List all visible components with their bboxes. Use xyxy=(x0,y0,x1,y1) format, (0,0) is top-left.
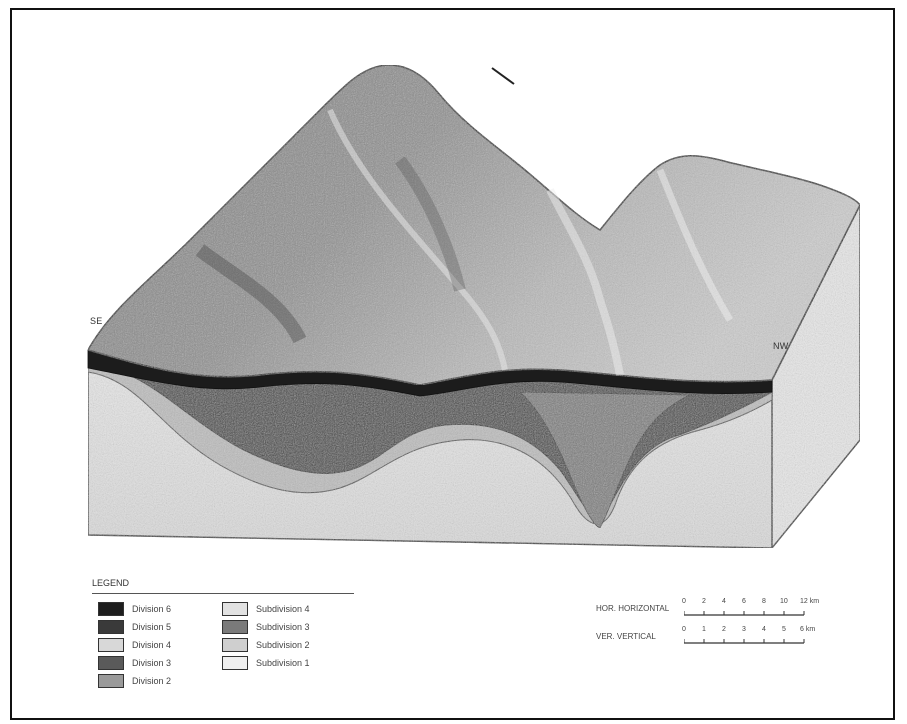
legend-swatch xyxy=(222,656,248,670)
legend-item: Subdivision 2 xyxy=(222,638,310,652)
vertical-scale: VER. VERTICAL 0 1 2 3 4 5 6 km xyxy=(596,630,836,646)
legend-item: Division 4 xyxy=(98,638,171,652)
legend-item-label: Division 3 xyxy=(132,658,171,668)
horizontal-scale-bar xyxy=(684,604,814,616)
legend-item-label: Subdivision 4 xyxy=(256,604,310,614)
scale-tick-label: 2 xyxy=(702,598,706,605)
legend-divider xyxy=(92,593,354,594)
north-arrow-icon xyxy=(492,68,514,84)
legend-title: LEGEND xyxy=(92,578,129,588)
legend-item-label: Subdivision 2 xyxy=(256,640,310,650)
legend-item: Division 3 xyxy=(98,656,171,670)
legend-item: Subdivision 4 xyxy=(222,602,310,616)
scale-tick-label: 0 xyxy=(682,626,686,633)
scale-tick-label: 8 xyxy=(762,598,766,605)
legend-item-label: Subdivision 3 xyxy=(256,622,310,632)
terrain-surface xyxy=(88,65,860,385)
scale-tick-label: 4 xyxy=(722,598,726,605)
legend-swatch xyxy=(98,620,124,634)
scale-tick-label: 3 xyxy=(742,626,746,633)
legend-swatch xyxy=(222,638,248,652)
scale-tick-label: 10 xyxy=(780,598,788,605)
legend-item: Division 2 xyxy=(98,674,171,688)
legend-item-label: Division 4 xyxy=(132,640,171,650)
scale-tick-label: 6 km xyxy=(800,626,815,633)
horizontal-scale-label: HOR. HORIZONTAL xyxy=(596,604,669,613)
legend-item: Subdivision 3 xyxy=(222,620,310,634)
horizontal-scale: HOR. HORIZONTAL 0 2 4 6 8 10 12 km xyxy=(596,602,836,618)
corner-label-right: NW xyxy=(773,341,788,351)
vertical-scale-bar xyxy=(684,632,814,644)
corner-label-left: SE xyxy=(90,316,102,326)
scale-tick-label: 5 xyxy=(782,626,786,633)
legend-swatch xyxy=(222,620,248,634)
legend-item-label: Subdivision 1 xyxy=(256,658,310,668)
scale-tick-label: 6 xyxy=(742,598,746,605)
legend-swatch xyxy=(98,656,124,670)
legend-item: Division 6 xyxy=(98,602,171,616)
scale-tick-label: 4 xyxy=(762,626,766,633)
legend-swatch xyxy=(98,602,124,616)
scale-tick-label: 0 xyxy=(682,598,686,605)
scale-tick-label: 2 xyxy=(722,626,726,633)
legend: LEGEND Division 6 Division 5 Division 4 … xyxy=(92,578,362,718)
legend-swatch xyxy=(222,602,248,616)
legend-item-label: Division 2 xyxy=(132,676,171,686)
legend-item: Division 5 xyxy=(98,620,171,634)
legend-item: Subdivision 1 xyxy=(222,656,310,670)
legend-item-label: Division 5 xyxy=(132,622,171,632)
legend-item-label: Division 6 xyxy=(132,604,171,614)
scale-tick-label: 1 xyxy=(702,626,706,633)
scale-tick-label: 12 km xyxy=(800,598,819,605)
legend-swatch xyxy=(98,638,124,652)
vertical-scale-label: VER. VERTICAL xyxy=(596,632,656,641)
legend-swatch xyxy=(98,674,124,688)
